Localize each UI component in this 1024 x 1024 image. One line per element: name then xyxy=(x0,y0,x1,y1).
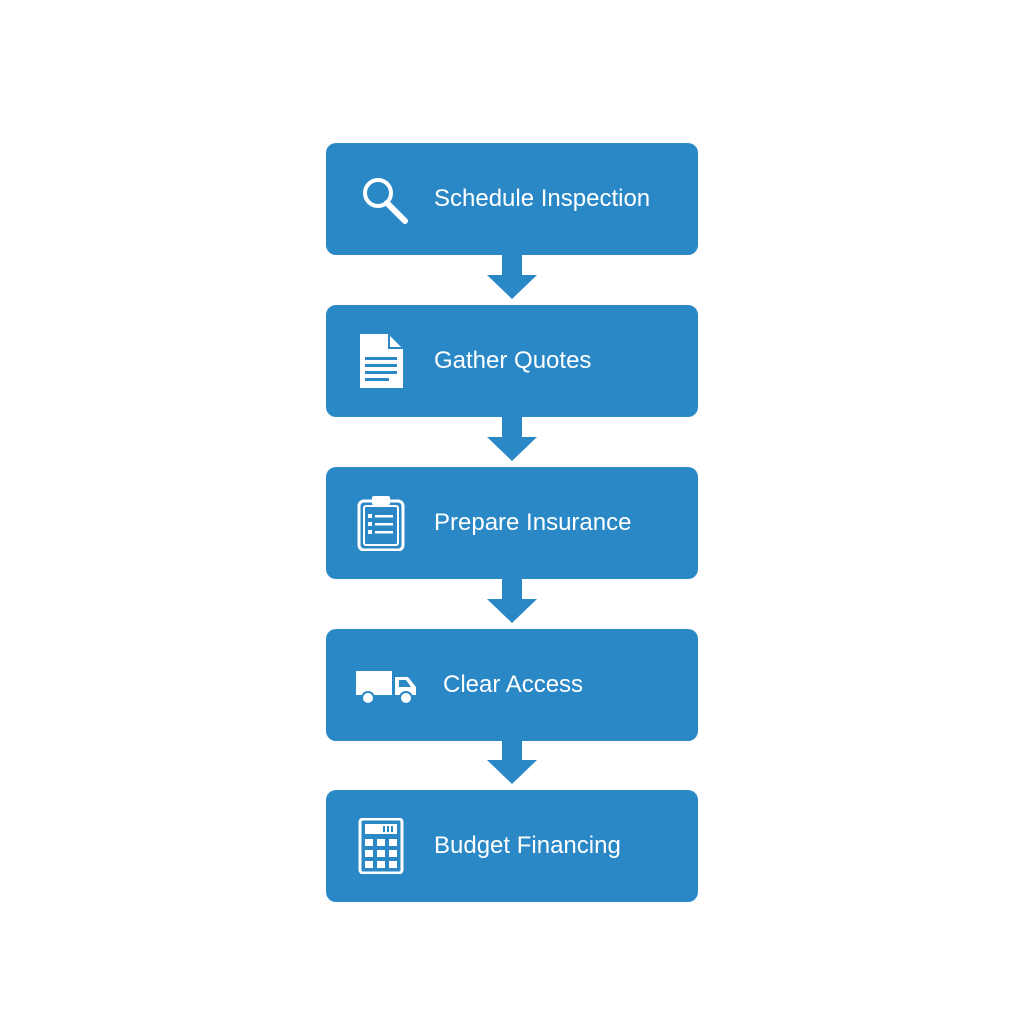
step-label: Gather Quotes xyxy=(434,347,592,374)
document-icon xyxy=(354,333,410,389)
step-label: Schedule Inspection xyxy=(434,185,651,212)
step-label: Clear Access xyxy=(443,671,584,698)
step-label: Budget Financing xyxy=(434,832,621,859)
step-schedule-inspection: Schedule Inspection xyxy=(326,143,698,255)
step-prepare-insurance: Prepare Insurance xyxy=(326,467,698,579)
step-gather-quotes: Gather Quotes xyxy=(326,305,698,417)
calculator-icon xyxy=(354,818,410,874)
step-clear-access: Clear Access xyxy=(326,629,698,741)
step-label: Prepare Insurance xyxy=(434,509,632,536)
clipboard-icon xyxy=(354,495,410,551)
arrow-down-icon xyxy=(487,417,537,461)
step-budget-financing: Budget Financing xyxy=(326,790,698,902)
magnifier-icon xyxy=(354,171,410,227)
arrow-down-icon xyxy=(487,255,537,299)
arrow-down-icon xyxy=(487,579,537,623)
truck-icon xyxy=(354,657,416,713)
arrow-down-icon xyxy=(487,740,537,784)
